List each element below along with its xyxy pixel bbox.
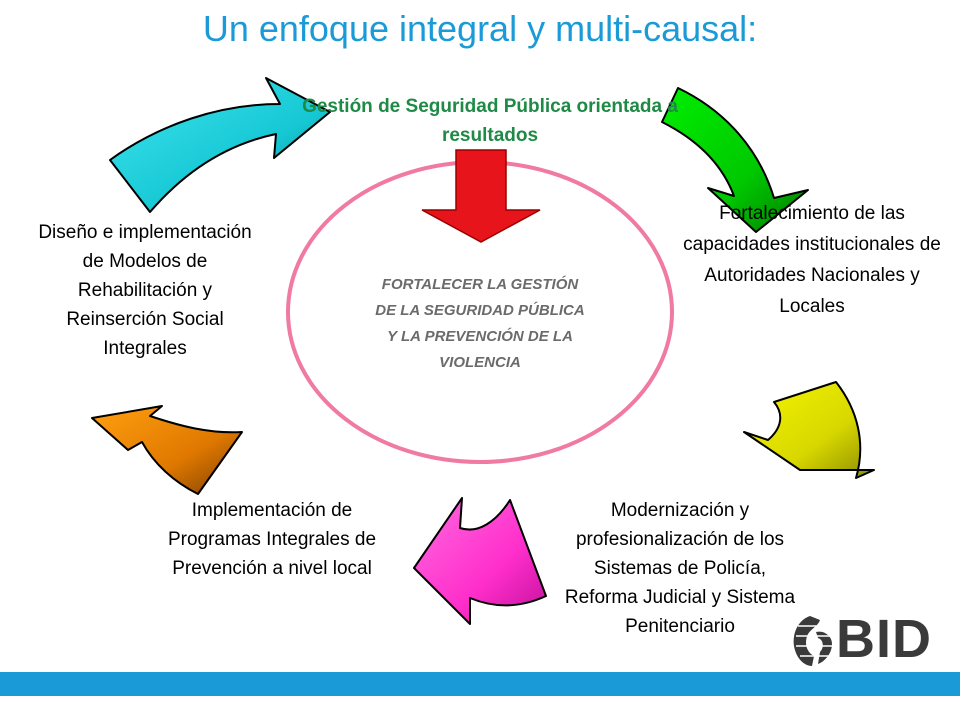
globe-icon [793, 616, 834, 666]
magenta-arrow-icon [413, 497, 547, 625]
green-arrow-icon [661, 87, 809, 233]
logo-text: BID [836, 609, 932, 669]
node-right-label: Fortalecimiento de las capacidades insti… [683, 203, 941, 317]
node-bottom-right-label: Modernización y profesionalización de lo… [564, 500, 796, 637]
node-top-label: Gestión de Seguridad Pública orientada a… [302, 96, 678, 146]
yellow-arrow-icon [743, 381, 875, 479]
page-title: Un enfoque integral y multi-causal: [202, 8, 758, 49]
bottom-bar [0, 672, 960, 696]
node-bottom-left-label: Implementación de Programas Integrales d… [167, 500, 377, 579]
down-arrow-icon [421, 149, 541, 243]
center-label: FORTALECER LA GESTIÓN DE LA SEGURIDAD PÚ… [375, 276, 585, 371]
bid-logo: BID [790, 609, 940, 669]
node-left-label: Diseño e implementación de Modelos de Re… [38, 222, 252, 359]
cyan-arrow-icon [109, 77, 331, 213]
orange-arrow-icon [91, 405, 243, 495]
